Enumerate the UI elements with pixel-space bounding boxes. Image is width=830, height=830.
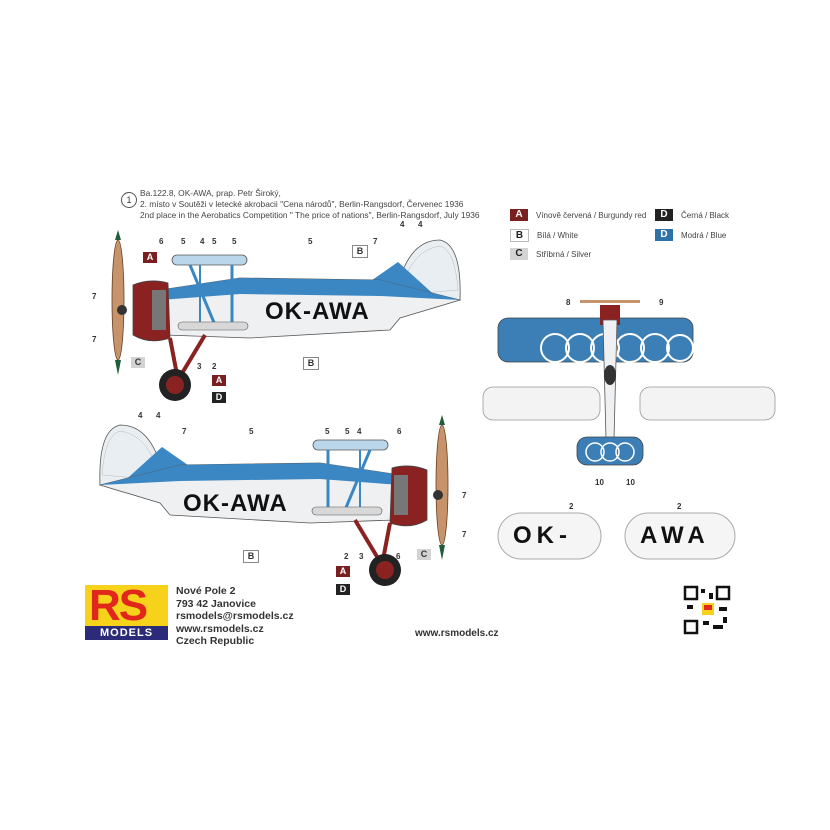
qr-code [683,585,731,635]
callout: 4 [400,220,405,229]
callout: 7 [92,292,97,301]
callout: 7 [462,491,467,500]
tag-a: A [143,252,157,263]
website-link[interactable]: www.rsmodels.cz [176,622,264,635]
tag-c: C [131,357,145,368]
caption-line: 2nd place in the Aerobatics Competition … [140,210,480,220]
callout: 5 [308,237,313,246]
legend-label: Modrá / Blue [681,230,727,240]
registration-side1: OK-AWA [265,298,370,325]
callout: 7 [373,237,378,246]
tag-a: A [336,566,350,577]
callout: 5 [249,427,254,436]
swatch-burgundy: A [510,209,528,221]
callout: 4 [138,411,143,420]
callout: 2 [344,552,349,561]
callout: 2 [569,502,574,511]
marking-caption: Ba.122.8, OK-AWA, prap. Petr Široký, 2. … [140,188,480,221]
callout: 7 [92,335,97,344]
callout: 5 [212,237,217,246]
tag-a: A [212,375,226,386]
top-view [482,300,776,466]
reg-part-left: OK- [513,522,572,549]
email-link[interactable]: rsmodels@rsmodels.cz [176,610,294,622]
swatch-black: D [655,209,673,221]
callout: 9 [659,298,664,307]
swatch-silver: C [510,248,528,260]
callout: 4 [156,411,161,420]
legend-label: Stříbrná / Silver [536,249,592,259]
logo-models: MODELS [85,626,168,640]
callout: 4 [418,220,423,229]
callout: 2 [212,362,217,371]
legend-label: Bílá / White [537,231,578,240]
registration-side2: OK-AWA [183,490,288,517]
tag-b: B [352,245,368,258]
reg-decal-right [624,512,736,560]
callout: 6 [397,427,402,436]
callout: 2 [677,502,682,511]
address-line: 793 42 Janovice [176,597,256,610]
callout: 5 [181,237,186,246]
callout: 6 [159,237,164,246]
tag-d: D [212,392,226,403]
callout: 10 [595,478,604,487]
callout: 3 [197,362,202,371]
legend-label: Černá / Black [681,210,730,220]
reg-decal-left [497,512,602,560]
marking-number: 1 [121,192,137,208]
tag-b: B [243,550,259,563]
footer-website[interactable]: www.rsmodels.cz [415,628,499,639]
legend-label: Vínově červená / Burgundy red [536,210,647,220]
callout: 10 [626,478,635,487]
callout: 5 [232,237,237,246]
caption-line: Ba.122.8, OK-AWA, prap. Petr Široký, [140,188,281,198]
swatch-white: B [510,229,529,242]
company-address: Nové Pole 2 793 42 Janovice rsmodels@rsm… [176,585,294,648]
rs-models-logo: RS MODELS [85,581,168,640]
callout: 4 [200,237,205,246]
callout: 7 [462,530,467,539]
callout: 4 [357,427,362,436]
address-line: Czech Republic [176,635,255,647]
callout: 5 [325,427,330,436]
callout: 8 [566,298,571,307]
swatch-blue: D [655,229,673,241]
tag-d: D [336,584,350,595]
callout: 6 [396,552,401,561]
callout: 5 [345,427,350,436]
callout: 3 [359,552,364,561]
reg-part-right: AWA [640,522,710,549]
address-line: Nové Pole 2 [176,585,236,597]
logo-rs: RS [89,581,148,630]
caption-line: 2. místo v Soutěži v letecké akrobacii "… [140,199,464,209]
tag-b: B [303,357,319,370]
callout: 7 [182,427,187,436]
tag-c: C [417,549,431,560]
